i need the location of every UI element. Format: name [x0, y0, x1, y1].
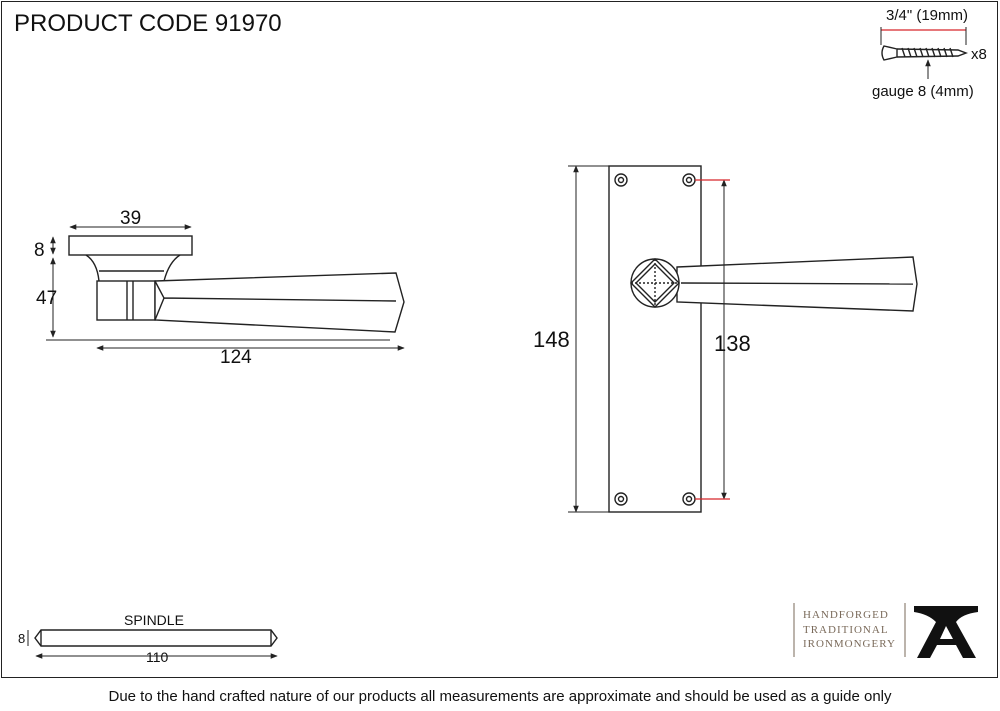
spindle-title: SPINDLE: [124, 612, 184, 628]
rose-height-label: 8: [34, 240, 45, 261]
front-lever-ridge: [680, 282, 914, 285]
drawing-frame: [1, 1, 998, 678]
logo-line-2: TRADITIONAL: [803, 624, 889, 636]
plate-height-label: 148: [533, 327, 570, 352]
anvil-a-icon: [914, 606, 978, 658]
screw-head: [881, 45, 898, 61]
rose-plate: [68, 235, 193, 256]
screw-hole-top-left: [614, 173, 628, 187]
logo-line-3: IRONMONGERY: [803, 638, 896, 650]
spindle-detail: SPINDLE 8 110: [18, 612, 278, 665]
screw-thread: [901, 47, 954, 58]
brand-logo: HANDFORGED TRADITIONAL IRONMONGERY: [793, 603, 978, 658]
screw-quantity-label: x8: [971, 46, 987, 63]
screw-hole-bottom-left-inner: [617, 495, 625, 503]
logo-line-1: HANDFORGED: [803, 609, 889, 621]
rose-facets: [631, 259, 679, 307]
front-view: 148 138: [533, 165, 918, 513]
lever-arm: [154, 272, 405, 333]
screw-shank: [896, 48, 968, 58]
rose-diamond-inner: [635, 263, 675, 303]
screw-hole-bottom-left: [614, 492, 628, 506]
product-code-title: PRODUCT CODE 91970: [14, 10, 282, 37]
lever-height-label: 47: [36, 288, 57, 309]
lever-boss: [96, 280, 156, 321]
rose-neck: [85, 254, 181, 282]
spindle-bar: [34, 629, 278, 647]
screw-detail: 3/4" (19mm) x8 gauge 8 (4mm): [872, 7, 987, 100]
screw-hole-top-left-inner: [617, 176, 625, 184]
screw-length-label: 3/4" (19mm): [886, 7, 968, 24]
lever-length-label: 124: [220, 347, 252, 368]
screw-gauge-label: gauge 8 (4mm): [872, 83, 974, 100]
disclaimer-caption: Due to the hand crafted nature of our pr…: [108, 688, 892, 705]
lever-facet: [154, 280, 397, 321]
screw-hole-top-right-inner: [685, 176, 693, 184]
rose-diamond-outer: [630, 258, 680, 308]
side-view: 39 8 47 124: [34, 208, 405, 368]
backplate: [608, 165, 702, 513]
spindle-length-label: 110: [146, 649, 169, 665]
spindle-section-label: 8: [18, 631, 25, 646]
screw-hole-bottom-right-inner: [685, 495, 693, 503]
rose-width-label: 39: [120, 208, 141, 229]
fixing-centres-label: 138: [714, 331, 751, 356]
